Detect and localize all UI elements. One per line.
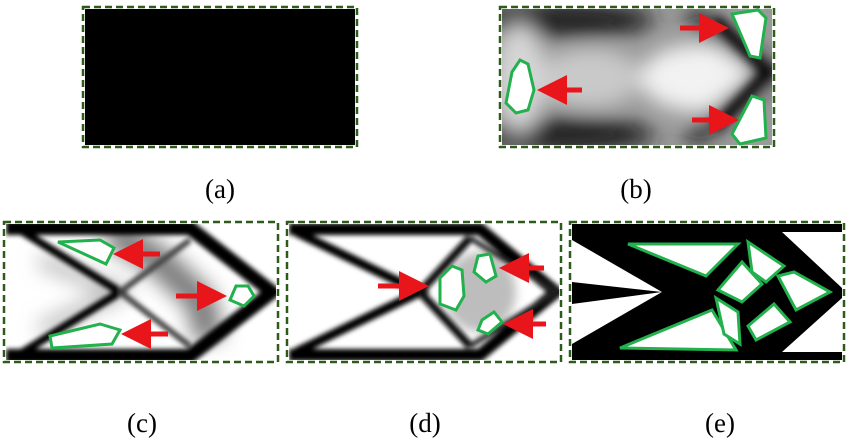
design-domain-solid	[85, 9, 355, 145]
hole-outline	[472, 252, 498, 284]
panel-label: (c)	[127, 408, 157, 438]
panel-frame	[2, 220, 280, 364]
hole-outline	[713, 294, 742, 347]
hole-outline	[438, 264, 466, 312]
hole-outline	[746, 238, 787, 284]
panel-frame	[285, 220, 563, 364]
hole-outline	[476, 309, 505, 336]
panel-a: (a)	[81, 5, 359, 204]
panel-label: (b)	[620, 174, 651, 204]
hole-outline	[504, 58, 536, 115]
hole-outline	[746, 301, 793, 343]
panel-frame	[568, 220, 846, 364]
panel-c: (c)	[2, 220, 280, 438]
hole-outline	[48, 322, 123, 350]
panel-frame	[81, 5, 359, 149]
panel-e: (e)	[568, 220, 846, 438]
hole-outline	[228, 284, 256, 308]
hole-outline	[627, 242, 742, 278]
panel-label: (e)	[705, 408, 735, 438]
panel-b: (b)	[498, 5, 776, 204]
panel-d: (d)	[285, 220, 563, 438]
hole-outline	[775, 270, 834, 313]
panel-label: (a)	[205, 174, 235, 204]
hole-outline	[729, 8, 768, 60]
hole-outline	[715, 259, 765, 304]
panel-label: (d)	[409, 408, 440, 438]
panel-frame	[498, 5, 776, 149]
